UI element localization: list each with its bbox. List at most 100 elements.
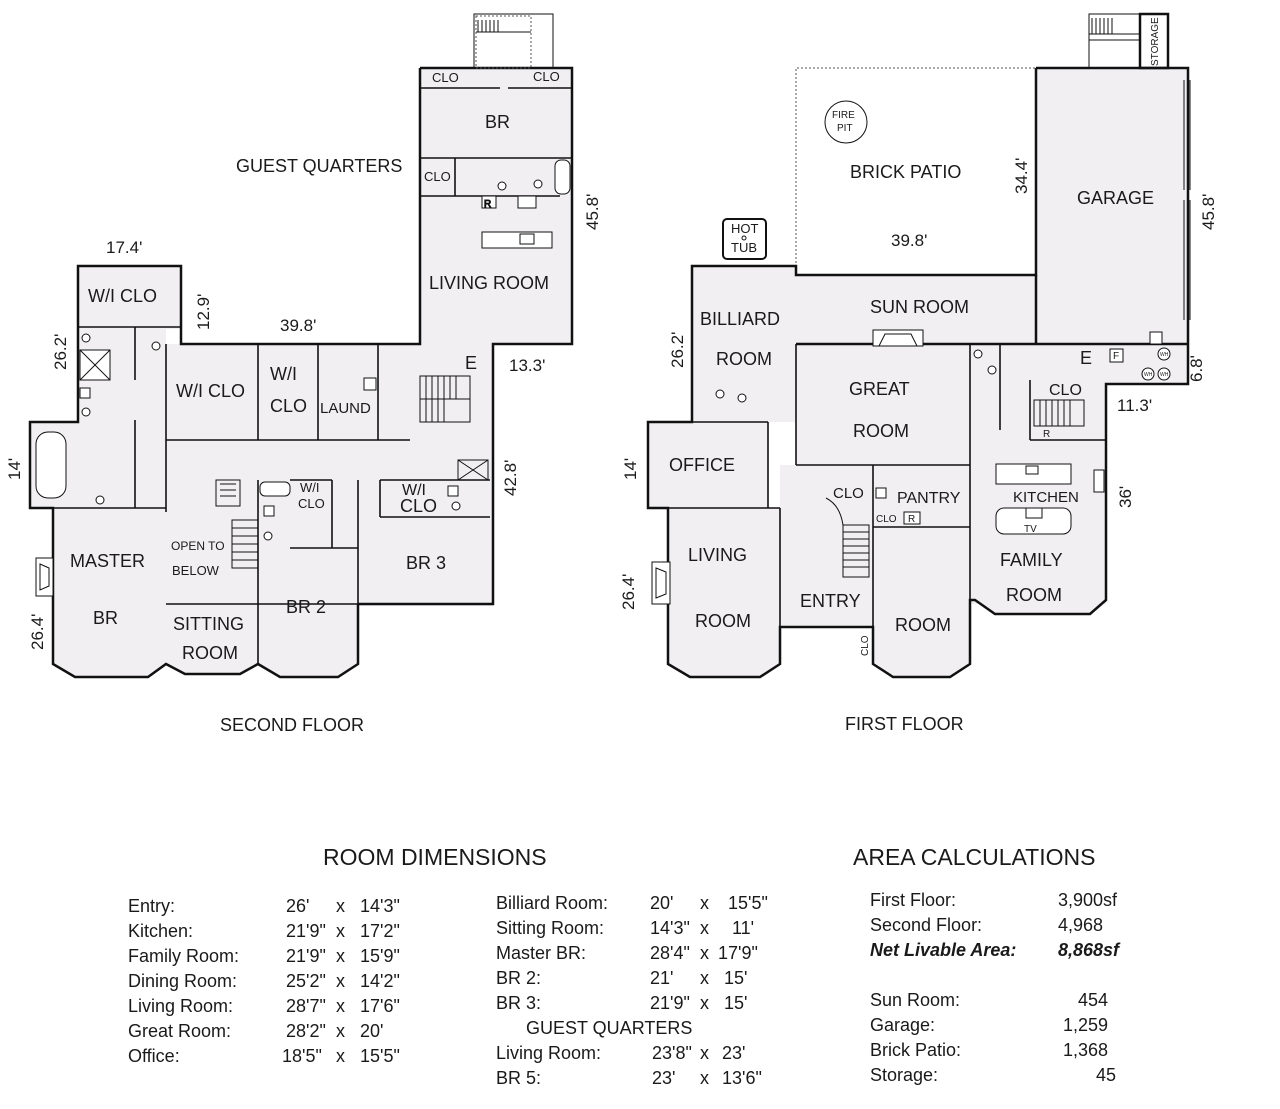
area-row: Garage: 1,259 <box>870 1013 1140 1038</box>
dim-b: 17'9" <box>718 943 758 963</box>
ff-wh-2: WH <box>1144 372 1153 378</box>
dim-x: x <box>336 1046 345 1066</box>
sf-dim-14: 14' <box>5 458 24 480</box>
area-value: 1,368 <box>1063 1040 1109 1060</box>
ff-family-2: ROOM <box>1006 585 1062 605</box>
dim-b: 17'6" <box>360 996 400 1016</box>
area-name: Storage: <box>870 1065 939 1085</box>
ff-fire-1: FIRE <box>832 110 855 121</box>
first-floor-caption: FIRST FLOOR <box>845 714 964 734</box>
dim-x: x <box>700 1068 709 1088</box>
sf-wi-br3-2: CLO <box>400 496 437 516</box>
sf-open-1: OPEN TO <box>171 539 225 553</box>
sf-sitting-1: SITTING <box>173 614 244 634</box>
dim-a: 20' <box>650 893 674 913</box>
ff-clo-pantry: CLO <box>876 514 897 525</box>
dim-x: x <box>336 921 345 941</box>
sf-dim-39-8: 39.8' <box>280 316 316 335</box>
ff-great-2: ROOM <box>853 421 909 441</box>
area-name: Second Floor: <box>870 915 983 935</box>
ff-billiard-1: BILLIARD <box>700 309 780 329</box>
room-name: Living Room: <box>496 1043 602 1063</box>
sf-br: BR <box>485 112 510 132</box>
area-value: 4,968 <box>1058 915 1104 935</box>
area-name: Garage: <box>870 1015 936 1035</box>
dim-b: 13'6" <box>722 1068 762 1088</box>
area-value: 3,900sf <box>1058 890 1118 910</box>
dim-a: 28'2" <box>286 1021 326 1041</box>
dim-b: 23' <box>722 1043 746 1063</box>
sf-wi-l1: W/I <box>270 364 297 384</box>
area-spacer <box>870 963 1140 988</box>
ff-billiard-2: ROOM <box>716 349 772 369</box>
dim-a: 26' <box>286 896 310 916</box>
dim-b: 15'9" <box>360 946 400 966</box>
dim-a: 25'2" <box>286 971 326 991</box>
ff-clo-entry: CLO <box>833 485 864 502</box>
sf-clo-2: CLO <box>533 69 560 84</box>
area-calculations-table: First Floor: 3,900sf Second Floor: 4,968 N… <box>870 888 1140 1088</box>
first-floor-plan: FIRE PIT BRICK PATIO GARAGE STORAGE HOT … <box>619 12 1218 734</box>
area-row: Storage: 45 <box>870 1063 1140 1088</box>
area-value: 45 <box>1096 1065 1117 1085</box>
sf-wi-clo-mid: W/I CLO <box>176 381 245 401</box>
dim-b: 20' <box>360 1021 384 1041</box>
ff-elevator: E <box>1080 348 1092 368</box>
sf-dim-42-8: 42.8' <box>501 460 520 496</box>
area-name: Net Livable Area: <box>870 940 1017 960</box>
dim-x: x <box>336 1021 345 1041</box>
dim-b: 14'2" <box>360 971 400 991</box>
dim-a: 21'9" <box>286 946 326 966</box>
sf-master-2: BR <box>93 608 118 628</box>
ff-brick-patio: BRICK PATIO <box>850 162 961 182</box>
sf-master-1: MASTER <box>70 551 145 571</box>
ff-dim-26-2: 26.2' <box>668 332 687 368</box>
ff-garage: GARAGE <box>1077 188 1154 208</box>
floor-plan-drawing: CLO CLO BR GUEST QUARTERS CLO R LIVING R… <box>5 12 1218 735</box>
dim-b: 15' <box>724 968 748 988</box>
dim-x: x <box>700 893 709 913</box>
dim-a: 28'7" <box>286 996 326 1016</box>
area-name: First Floor: <box>870 890 957 910</box>
dim-a: 14'3" <box>650 918 690 938</box>
sf-br2: BR 2 <box>286 597 326 617</box>
dim-b: 11' <box>732 918 755 938</box>
sf-dim-26-4: 26.4' <box>28 614 47 650</box>
ff-office: OFFICE <box>669 455 735 475</box>
dim-x: x <box>336 996 345 1016</box>
sf-dim-13-3: 13.3' <box>509 356 545 375</box>
sf-br3: BR 3 <box>406 553 446 573</box>
ff-entry: ENTRY <box>800 591 861 611</box>
dim-x: x <box>336 896 345 916</box>
dim-x: x <box>700 943 709 963</box>
dim-b: 15'5" <box>360 1046 400 1066</box>
area-row: Sun Room:454 <box>870 988 1140 1013</box>
sf-wi-small-2: CLO <box>298 496 325 511</box>
room-name: Great Room: <box>128 1021 232 1041</box>
room-name: Entry: <box>128 896 176 916</box>
room-name: Dining Room: <box>128 971 238 991</box>
ff-hot-1: HOT <box>731 221 759 236</box>
sf-dim-12-9: 12.9' <box>194 294 213 330</box>
room-dim-row: Great Room: 28'2" x 20' <box>128 1019 428 1044</box>
dim-x: x <box>700 1043 709 1063</box>
ff-living-1: LIVING <box>688 545 747 565</box>
area-row: Brick Patio:1,368 <box>870 1038 1140 1063</box>
ff-dim-36: 36' <box>1116 486 1135 508</box>
ff-dim-6-8: 6.8' <box>1187 355 1206 382</box>
ff-clo-vertical: CLO <box>860 635 871 656</box>
dim-a: 28'4" <box>650 943 690 963</box>
area-value: 1,259 <box>1063 1015 1109 1035</box>
dim-a: 18'5" <box>282 1046 322 1066</box>
ff-fire-2: PIT <box>837 123 853 134</box>
room-name: Living Room: <box>128 996 234 1016</box>
